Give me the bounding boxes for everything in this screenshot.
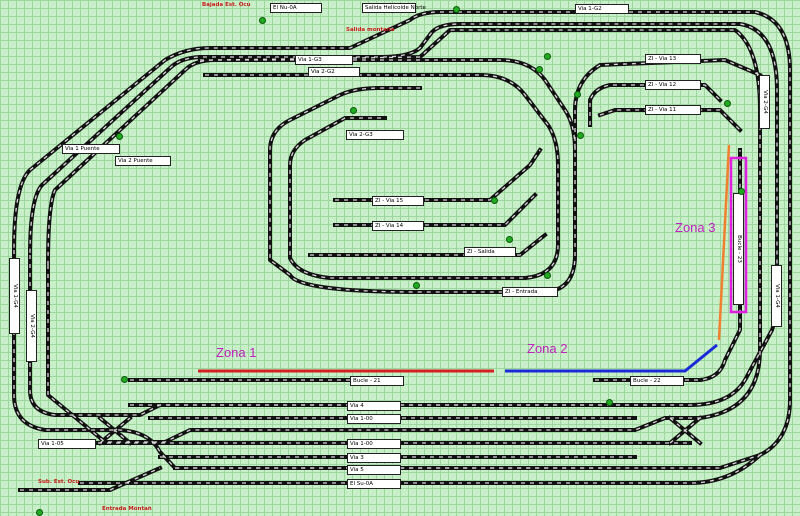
track-bottom-left-ties (20, 467, 161, 491)
signal-light[interactable] (506, 236, 513, 243)
signal-light[interactable] (577, 132, 584, 139)
track-bucle22 (593, 148, 742, 382)
zona2-line (505, 343, 718, 373)
block-el-nu-0a[interactable]: El Nu-0A (270, 3, 322, 13)
signal-light[interactable] (259, 17, 266, 24)
signal-light[interactable] (574, 91, 581, 98)
entrada-montana-label: Entrada Montañ (102, 506, 152, 512)
track-zi-via12-ties (589, 84, 721, 125)
block-zi-entrada[interactable]: ZI - Entrada (502, 287, 558, 297)
block-bucle-22[interactable]: Bucle - 22 (630, 376, 684, 386)
signal-light[interactable] (544, 272, 551, 279)
zona-3-label: Zona 3 (675, 220, 716, 235)
zona3-line (717, 144, 731, 341)
track-zi-via13-ties (574, 59, 761, 150)
track-yard-salida-ties (310, 234, 546, 256)
block-zi-via-12[interactable]: ZI - Via 12 (645, 80, 701, 90)
track-inner-loop-a-ties (200, 59, 576, 293)
signal-light[interactable] (738, 188, 745, 195)
block-bucle-21[interactable]: Bucle - 21 (350, 376, 404, 386)
block-via-1-00-b[interactable]: Via 1-00 (347, 439, 401, 449)
block-via-1-puente[interactable]: Via 1 Puente (62, 144, 120, 154)
zona-2-label: Zona 2 (527, 341, 568, 356)
block-zi-via-15[interactable]: ZI - Via 15 (372, 196, 424, 206)
signal-light[interactable] (413, 282, 420, 289)
track-elsu-ties (80, 454, 761, 484)
block-zi-via-11[interactable]: ZI - Via 11 (645, 105, 701, 115)
track-crossover-right-ties (669, 417, 701, 444)
signal-light[interactable] (606, 399, 613, 406)
block-zi-salida[interactable]: ZI - Salida (464, 247, 516, 257)
signal-light[interactable] (116, 133, 123, 140)
signal-light[interactable] (121, 376, 128, 383)
block-bucle-23[interactable]: Bucle - 23 (733, 193, 744, 305)
track-second-loop-ties (29, 23, 778, 416)
block-via-2-puente[interactable]: Via 2 Puente (115, 156, 171, 166)
block-zi-via-14[interactable]: ZI - Via 14 (372, 221, 424, 231)
track-crossover-left-ties (99, 417, 131, 444)
track-inner-loop-b-ties (205, 74, 559, 279)
block-via-2-g2[interactable]: Via 2-G2 (308, 67, 360, 77)
track-bucle22-ties (595, 150, 741, 381)
block-via-3[interactable]: Via 3 (347, 453, 401, 463)
block-zi-via-13[interactable]: ZI - Via 13 (645, 54, 701, 64)
block-via-2-g3[interactable]: Via 2-G3 (346, 130, 404, 140)
block-via-1-g3[interactable]: Via 1-G3 (295, 55, 353, 65)
block-el-su-0a[interactable]: El Su-0A (347, 479, 401, 489)
zona3-box (729, 156, 748, 314)
block-via-2-g4-right[interactable]: Via 2-G4 (759, 75, 770, 129)
block-salida-helicoide[interactable]: Salida Helicoide Norte (362, 3, 426, 13)
signal-light[interactable] (724, 100, 731, 107)
zona-1-label: Zona 1 (216, 345, 257, 360)
block-via-1-g4-left[interactable]: Via 1-G4 (9, 258, 20, 334)
block-via-1-g4-right[interactable]: Via 1-G4 (771, 265, 782, 327)
track-yard-via15 (333, 147, 543, 202)
signal-light[interactable] (453, 6, 460, 13)
signal-light[interactable] (544, 53, 551, 60)
track-third-loop-ties (47, 29, 761, 443)
block-via-5[interactable]: Via 5 (347, 465, 401, 475)
block-via-1-00-a[interactable]: Via 1-00 (347, 414, 401, 424)
signal-light[interactable] (350, 107, 357, 114)
salida-montana-label: Salida montaña (346, 27, 395, 33)
signal-light[interactable] (491, 197, 498, 204)
track-yard-via15-ties (335, 149, 541, 201)
signal-light[interactable] (36, 509, 43, 516)
bajada-est-ocu-label: Bajada Est. Ocu (202, 2, 251, 8)
block-via-1-g2[interactable]: Via 1-G2 (575, 4, 629, 14)
signal-light[interactable] (536, 66, 543, 73)
sub-est-ocu-label: Sub. Est. Ocu (38, 479, 80, 485)
block-via-4[interactable]: Via 4 (347, 401, 401, 411)
block-via-1-05[interactable]: Via 1-05 (38, 439, 96, 449)
block-via-2-g4-left[interactable]: Via 2-G4 (26, 290, 37, 362)
track-outer-loop-ties (13, 11, 791, 469)
